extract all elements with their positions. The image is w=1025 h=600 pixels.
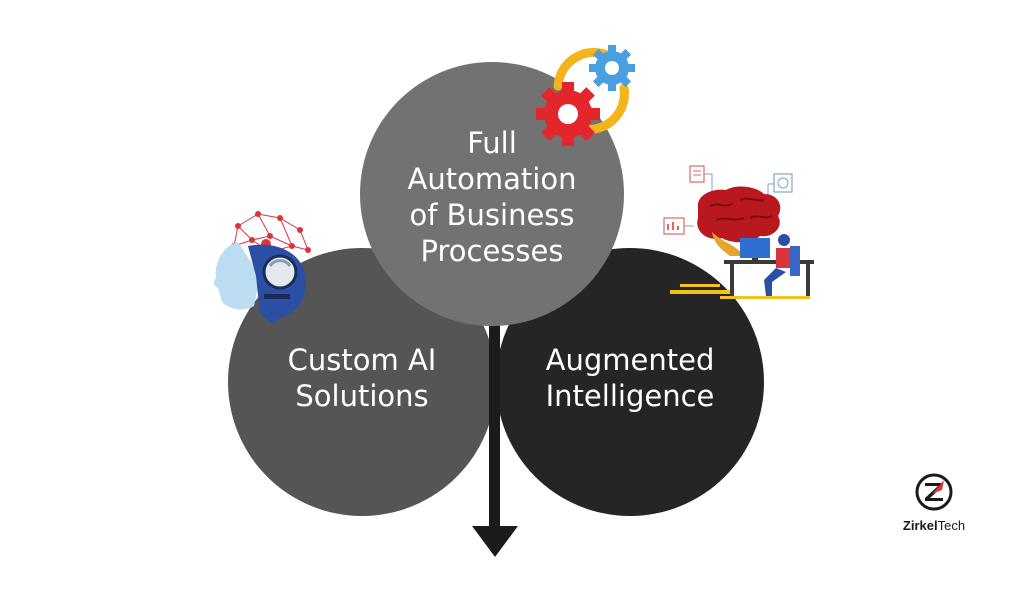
logo-name-bold: Zirkel (902, 518, 938, 533)
zirkel-z-logo-icon (915, 473, 953, 511)
brain-analytics-icon (663, 165, 814, 299)
arrow-head (472, 526, 518, 557)
robot-brain-icon (213, 211, 311, 324)
custom-ai-line-1: Custom AI (287, 343, 437, 377)
custom-ai-label: Custom AI Solutions (252, 342, 472, 414)
augmented-line-1: Augmented (545, 343, 715, 377)
augmented-label: Augmented Intelligence (520, 342, 740, 414)
full-automation-line-4: Processes (420, 234, 564, 268)
zirkeltech-logo: ZirkelTech (884, 472, 984, 533)
logo-wordmark: ZirkelTech (884, 518, 984, 533)
gears-icon (536, 45, 635, 146)
full-automation-line-1: Full (467, 126, 517, 160)
custom-ai-line-2: Solutions (295, 379, 429, 413)
augmented-line-2: Intelligence (545, 379, 715, 413)
full-automation-line-3: of Business (409, 198, 575, 232)
full-automation-line-2: Automation (407, 162, 577, 196)
arrow-shaft (489, 200, 500, 530)
full-automation-label: Full Automation of Business Processes (392, 125, 592, 269)
logo-name-rest: Tech (937, 518, 966, 533)
